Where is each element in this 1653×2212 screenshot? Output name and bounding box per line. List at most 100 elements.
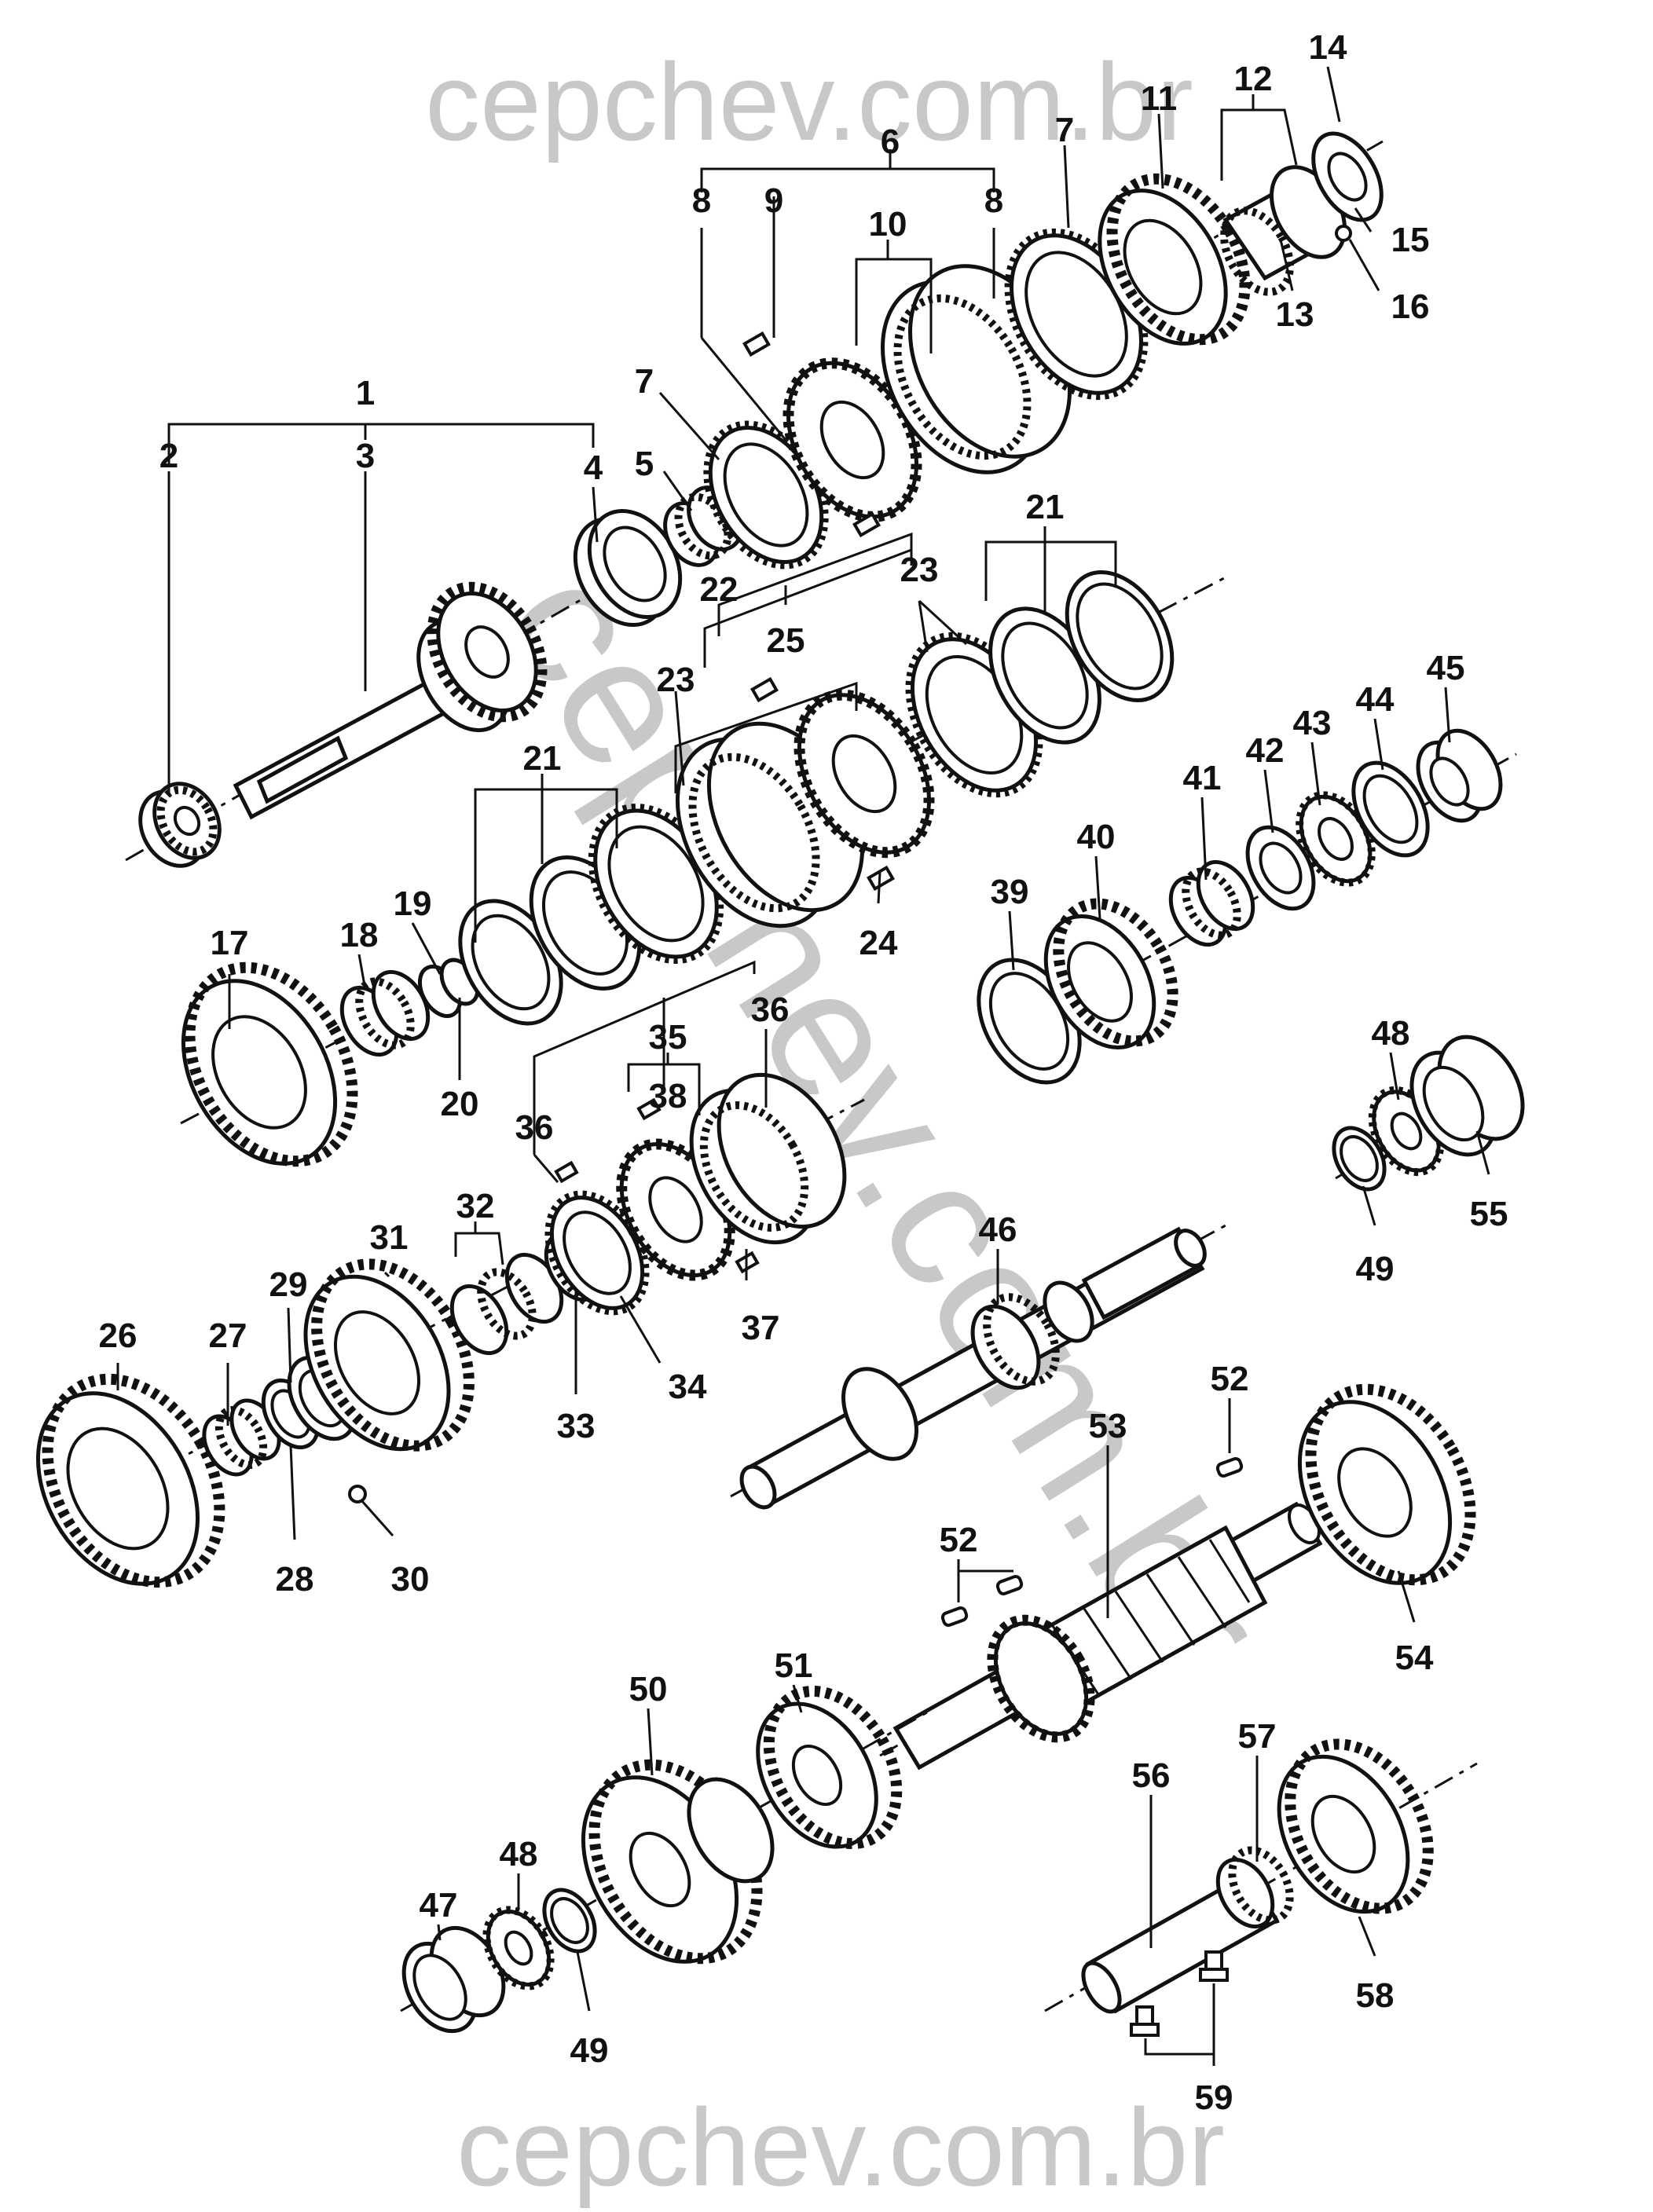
input-shaft-3 — [233, 581, 548, 820]
callout-27: 27 — [209, 1317, 247, 1355]
callout-58: 58 — [1356, 1976, 1395, 2015]
callout-3: 3 — [356, 437, 375, 475]
callout-23-right: 23 — [900, 551, 939, 589]
callout-52-lower: 52 — [940, 1521, 978, 1559]
lower-left-group — [36, 1072, 865, 1588]
watermark-top: cepchev.com.br — [425, 40, 1193, 163]
callout-38: 38 — [649, 1077, 687, 1115]
callout-45: 45 — [1427, 649, 1465, 687]
callout-29: 29 — [269, 1265, 308, 1304]
gear-11 — [1098, 173, 1251, 346]
needle-bearing-27 — [202, 1398, 281, 1477]
bearing-group-right — [1332, 1035, 1525, 1192]
synchro-hub-10 — [742, 331, 922, 538]
reverse-idler-group — [1044, 1738, 1478, 2037]
gear-17 — [181, 961, 358, 1167]
callout-1: 1 — [356, 374, 375, 412]
callout-25: 25 — [767, 621, 805, 660]
bolts-59 — [1130, 1950, 1229, 2037]
bearing-45 — [1416, 728, 1503, 823]
callout-39: 39 — [991, 873, 1029, 911]
callout-41: 41 — [1183, 759, 1222, 797]
callout-labels: 1 2 3 4 5 6 7 7 8 8 9 10 11 12 13 14 15 … — [99, 28, 1508, 2117]
callout-53: 53 — [1089, 1407, 1127, 1445]
callout-7-upper: 7 — [1055, 111, 1074, 149]
watermark-diagonal: cepchev.com.br — [466, 533, 1306, 1710]
callout-59: 59 — [1195, 2078, 1233, 2117]
callout-55: 55 — [1470, 1195, 1508, 1233]
callout-37: 37 — [742, 1309, 780, 1347]
callout-24: 24 — [859, 924, 898, 962]
bearing-2 — [138, 782, 222, 868]
lower-gears-group — [400, 1686, 928, 2034]
callout-21-left: 21 — [523, 739, 562, 778]
callout-34: 34 — [669, 1368, 707, 1406]
callout-49-right: 49 — [1356, 1250, 1395, 1288]
callout-8-left: 8 — [692, 181, 711, 220]
gear-51 — [756, 1686, 903, 1849]
callout-5: 5 — [635, 445, 654, 483]
callout-48-right: 48 — [1372, 1014, 1410, 1053]
callout-51: 51 — [775, 1646, 813, 1685]
callout-6: 6 — [881, 123, 900, 161]
leader-lines — [116, 66, 1490, 2066]
callout-33: 33 — [557, 1407, 596, 1445]
callout-14: 14 — [1309, 28, 1347, 67]
callout-22: 22 — [700, 570, 739, 609]
watermark-bottom: cepchev.com.br — [456, 2086, 1225, 2209]
callout-56: 56 — [1132, 1756, 1171, 1795]
gear-31 — [303, 1258, 475, 1452]
keys-52 — [940, 1457, 1244, 1627]
gear-48-left — [482, 1906, 555, 1990]
bearing-race-55 — [1409, 1035, 1525, 1157]
callout-13: 13 — [1276, 295, 1314, 334]
callout-43: 43 — [1293, 704, 1332, 742]
callout-7-left: 7 — [635, 362, 654, 401]
callout-50: 50 — [629, 1670, 668, 1708]
gear-50 — [581, 1759, 775, 1965]
gear-40 — [1043, 898, 1178, 1050]
countershaft-53 — [987, 1503, 1321, 1743]
gear-26 — [36, 1373, 225, 1588]
callout-12: 12 — [1234, 60, 1273, 98]
callout-18: 18 — [340, 916, 379, 954]
gear-54 — [1297, 1383, 1476, 1586]
input-shaft-group — [125, 131, 1384, 868]
callout-31: 31 — [370, 1218, 409, 1257]
countershaft-group — [879, 1383, 1476, 1771]
callout-20: 20 — [441, 1085, 479, 1123]
ball-30 — [348, 1485, 367, 1503]
callout-49-left: 49 — [570, 2031, 609, 2070]
callout-44: 44 — [1356, 680, 1395, 719]
ball-16 — [1335, 225, 1352, 242]
callout-35: 35 — [649, 1018, 687, 1057]
bearing-4 — [573, 508, 683, 628]
callout-4: 4 — [584, 449, 603, 487]
callout-8-right: 8 — [984, 181, 1003, 220]
callout-54: 54 — [1395, 1639, 1434, 1677]
synchro-hub-25 — [750, 676, 935, 892]
callout-21-right: 21 — [1026, 488, 1065, 526]
callout-11: 11 — [1141, 79, 1178, 118]
synchro-ring-7-left — [703, 420, 829, 569]
needle-bearing-18 — [339, 969, 431, 1057]
gear-58 — [1277, 1738, 1434, 1914]
callout-16: 16 — [1391, 287, 1430, 326]
callout-19: 19 — [394, 884, 432, 923]
needle-bearing-41 — [1168, 859, 1255, 947]
callout-32: 32 — [456, 1187, 495, 1225]
middle-synchro-group — [180, 569, 1226, 1167]
callout-47: 47 — [420, 1886, 458, 1925]
callout-9: 9 — [764, 181, 783, 220]
callout-42: 42 — [1246, 731, 1285, 770]
callout-28: 28 — [276, 1560, 314, 1599]
callout-2: 2 — [159, 437, 178, 475]
reverse-group — [977, 728, 1517, 1085]
callout-26: 26 — [99, 1317, 137, 1355]
callout-40: 40 — [1077, 818, 1116, 856]
mainshaft-46 — [730, 1224, 1226, 1510]
gear-57 — [1215, 1846, 1294, 1929]
callout-10: 10 — [869, 205, 907, 244]
callout-52-upper: 52 — [1211, 1360, 1249, 1398]
